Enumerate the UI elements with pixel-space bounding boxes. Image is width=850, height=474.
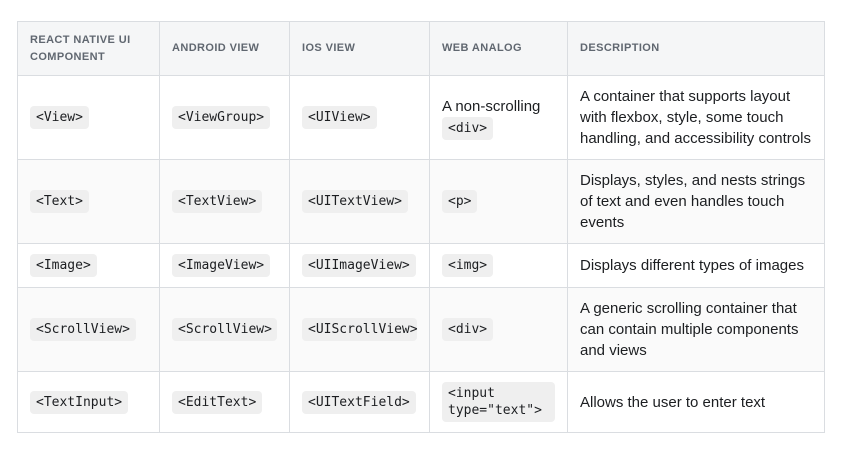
cell-text: Displays, styles, and nests strings of t… (580, 172, 806, 231)
cell-android-view: <ScrollView> (159, 287, 290, 372)
code-chip: <UIScrollView> (302, 318, 418, 341)
cell-text: Allows the user to enter text (580, 393, 766, 411)
code-chip: <UIView> (302, 106, 377, 129)
table-row: <ScrollView> <ScrollView> <UIScrollView> <d… (17, 287, 825, 372)
code-chip: <UITextField> (302, 390, 416, 414)
header-row: REACT NATIVE UI COMPONENT ANDROID VIEW I… (17, 21, 825, 76)
cell-component: <Image> (17, 243, 160, 288)
cell-web-analog: <div> (429, 287, 568, 372)
code-chip: <p> (442, 190, 478, 213)
cell-android-view: <ImageView> (159, 243, 290, 288)
cell-description: A generic scrolling container that can c… (567, 287, 825, 372)
header-ios-view: IOS VIEW (289, 21, 430, 76)
code-chip: <View> (30, 106, 89, 129)
cell-text: A container that supports layout with fl… (580, 88, 811, 147)
cell-component: <Text> (17, 159, 160, 244)
table-row: <View> <ViewGroup> <UIView> A non-scrolling… (17, 75, 825, 160)
code-chip: <Text> (30, 190, 89, 213)
code-chip: <Image> (30, 254, 97, 277)
cell-ios-view: <UIImageView> (289, 243, 430, 288)
cell-text: Displays different types of images (580, 257, 804, 274)
code-chip: <ScrollView> (30, 318, 136, 341)
cell-component: <TextInput> (17, 371, 160, 433)
table-row: <TextInput> <EditText> <UITextField> <input… (17, 371, 825, 433)
code-chip: <UIImageView> (302, 254, 416, 277)
components-mapping-table: REACT NATIVE UI COMPONENT ANDROID VIEW I… (17, 21, 825, 433)
cell-web-analog: A non-scrolling <div> (429, 75, 568, 160)
cell-text: A non-scrolling (442, 97, 541, 115)
code-chip: <TextInput> (30, 390, 129, 414)
table-row: <Text> <TextView> <UITextView> <p> Displays,… (17, 159, 825, 244)
code-chip: <ScrollView> (172, 318, 277, 341)
code-chip: <input type="text"> (442, 382, 555, 422)
table-body: <View> <ViewGroup> <UIView> A non-scrolling… (17, 75, 825, 433)
code-chip: <div> (442, 318, 494, 341)
cell-android-view: <TextView> (159, 159, 290, 244)
table-row: <Image> <ImageView> <UIImageView> <img> Disp… (17, 243, 825, 288)
code-chip: <div> (442, 116, 494, 140)
cell-text: A generic scrolling container that can c… (580, 300, 799, 359)
code-chip: <ViewGroup> (172, 106, 271, 129)
header-react-native-ui-component: REACT NATIVE UI COMPONENT (17, 21, 160, 76)
cell-ios-view: <UITextView> (289, 159, 430, 244)
code-chip: <TextView> (172, 190, 263, 213)
cell-component: <View> (17, 75, 160, 160)
cell-web-analog: <input type="text"> (429, 371, 568, 433)
cell-ios-view: <UIScrollView> (289, 287, 430, 372)
table-header: REACT NATIVE UI COMPONENT ANDROID VIEW I… (17, 21, 825, 76)
header-web-analog: WEB ANALOG (429, 21, 568, 76)
code-chip: <EditText> (172, 390, 263, 414)
code-chip: <ImageView> (172, 254, 271, 277)
cell-web-analog: <p> (429, 159, 568, 244)
cell-ios-view: <UIView> (289, 75, 430, 160)
header-description: DESCRIPTION (567, 21, 825, 76)
code-chip: <img> (442, 254, 494, 277)
cell-android-view: <EditText> (159, 371, 290, 433)
cell-description: Displays different types of images (567, 243, 825, 288)
code-chip: <UITextView> (302, 190, 408, 213)
cell-description: Allows the user to enter text (567, 371, 825, 433)
cell-android-view: <ViewGroup> (159, 75, 290, 160)
cell-description: A container that supports layout with fl… (567, 75, 825, 160)
cell-component: <ScrollView> (17, 287, 160, 372)
cell-web-analog: <img> (429, 243, 568, 288)
cell-ios-view: <UITextField> (289, 371, 430, 433)
header-android-view: ANDROID VIEW (159, 21, 290, 76)
cell-description: Displays, styles, and nests strings of t… (567, 159, 825, 244)
